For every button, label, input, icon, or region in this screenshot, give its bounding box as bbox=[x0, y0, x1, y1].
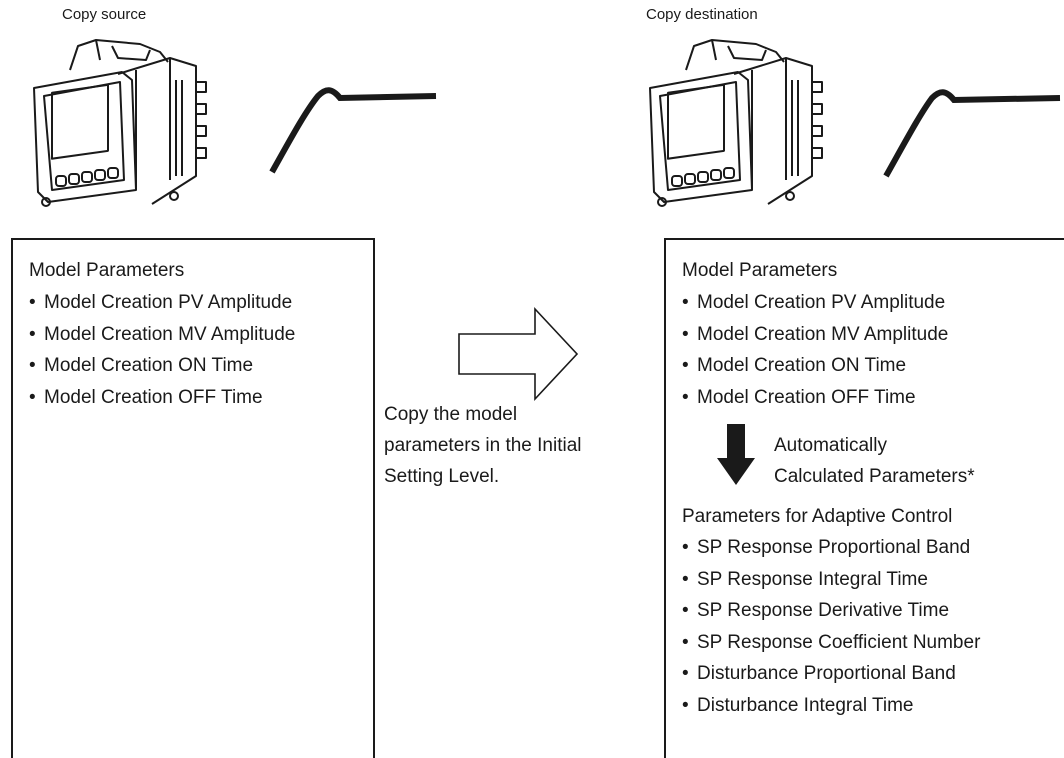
list-item: •SP Response Integral Time bbox=[682, 568, 928, 590]
list-item: •Model Creation OFF Time bbox=[682, 386, 916, 408]
list-item: •Model Creation MV Amplitude bbox=[29, 323, 296, 345]
list-item: •SP Response Derivative Time bbox=[682, 600, 950, 622]
auto-calculated-note: Automatically Calculated Parameters* bbox=[774, 435, 975, 487]
source-controller-device bbox=[33, 39, 437, 207]
copy-note: Copy the model parameters in the Initial… bbox=[384, 404, 582, 487]
list-item: •SP Response Coefficient Number bbox=[682, 631, 981, 653]
list-item: •Disturbance Integral Time bbox=[682, 694, 914, 716]
list-item: •Model Creation PV Amplitude bbox=[682, 292, 946, 313]
copy-arrow-icon bbox=[458, 306, 579, 402]
destination-caption: Copy destination bbox=[646, 6, 758, 23]
list-item: •SP Response Proportional Band bbox=[682, 537, 971, 558]
list-item: •Model Creation PV Amplitude bbox=[29, 292, 293, 313]
destination-controller-device bbox=[649, 39, 1061, 207]
destination-box-title: Model Parameters bbox=[682, 260, 838, 281]
list-item: •Model Creation MV Amplitude bbox=[682, 323, 949, 345]
source-box-title: Model Parameters bbox=[29, 260, 185, 281]
source-parameter-list: •Model Creation PV Amplitude •Model Crea… bbox=[29, 287, 295, 413]
list-item: •Model Creation OFF Time bbox=[29, 386, 263, 408]
list-item: •Disturbance Proportional Band bbox=[682, 663, 956, 685]
list-item: •Model Creation ON Time bbox=[29, 355, 254, 377]
down-arrow-icon bbox=[717, 424, 755, 485]
adaptive-parameter-list: •SP Response Proportional Band •SP Respo… bbox=[682, 532, 980, 722]
source-caption: Copy source bbox=[62, 6, 147, 23]
list-item: •Model Creation ON Time bbox=[682, 355, 907, 377]
destination-parameter-list: •Model Creation PV Amplitude •Model Crea… bbox=[682, 287, 948, 413]
source-parameter-box: Model Parameters •Model Creation PV Ampl… bbox=[11, 238, 375, 758]
destination-parameter-box: Model Parameters •Model Creation PV Ampl… bbox=[664, 238, 1064, 758]
adaptive-control-title: Parameters for Adaptive Control bbox=[682, 506, 953, 527]
